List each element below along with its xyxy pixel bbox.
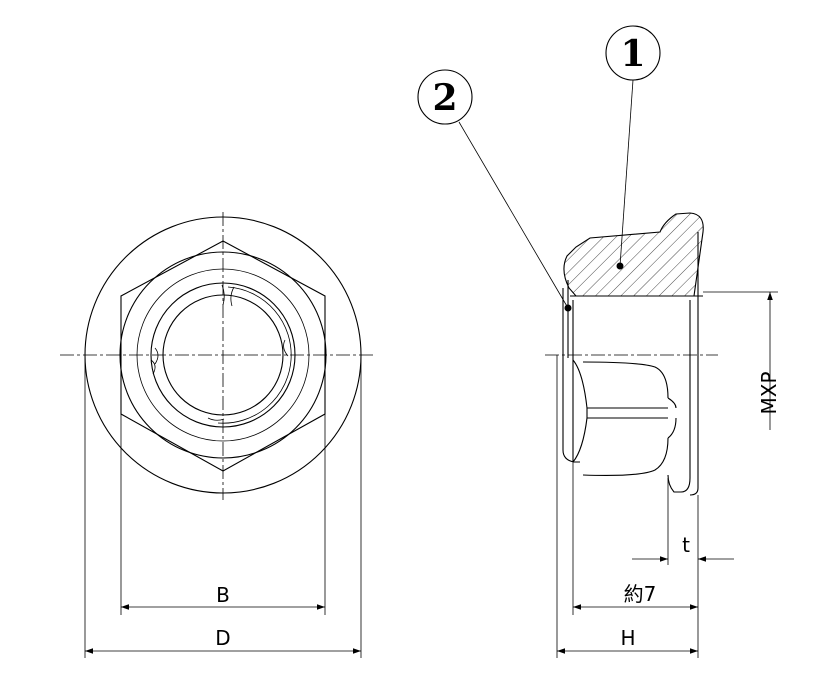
hex-right-face-lower — [667, 417, 677, 439]
dim-label-h: H — [620, 626, 635, 650]
balloon-label-2: 2 — [432, 77, 457, 119]
leader-dot-1 — [616, 262, 624, 270]
balloon-label-1: 1 — [620, 33, 645, 75]
insert-mark-left — [150, 347, 159, 375]
bearing-face-circle — [136, 268, 310, 442]
hex-inscribed-circle — [119, 251, 327, 459]
dim-label-t: t — [682, 533, 690, 557]
insert-mark-top — [221, 284, 235, 307]
flange-section-hatch — [563, 212, 704, 297]
hex-left-face — [572, 359, 588, 463]
thread-major-circle — [150, 282, 296, 428]
bore-circle — [162, 294, 284, 416]
leader-dot-2 — [564, 304, 572, 312]
lower-body-outline — [562, 358, 580, 463]
dim-label-thread: MXP — [757, 371, 781, 414]
leader-line-1 — [619, 79, 634, 267]
hex-right-face-upper — [667, 397, 677, 409]
hex-outline — [120, 240, 326, 472]
balloon-2 — [417, 69, 473, 125]
thread-minor-arc — [217, 286, 292, 424]
side-view: t 約7 H MXP 1 2 — [417, 25, 781, 658]
insert-mark-right — [283, 339, 289, 357]
front-view: B D — [60, 212, 375, 658]
hex-face-bottom-arc — [582, 437, 669, 476]
leader-line-2 — [458, 121, 569, 309]
dim-label-d: D — [215, 626, 230, 650]
dim-label-approx: 約7 — [624, 582, 657, 606]
insert-mark-bottom — [207, 417, 225, 421]
hex-face-top-arc — [582, 361, 669, 399]
flange-lower-outline — [667, 358, 699, 496]
dim-label-b: B — [216, 583, 230, 607]
balloon-1 — [605, 25, 661, 81]
